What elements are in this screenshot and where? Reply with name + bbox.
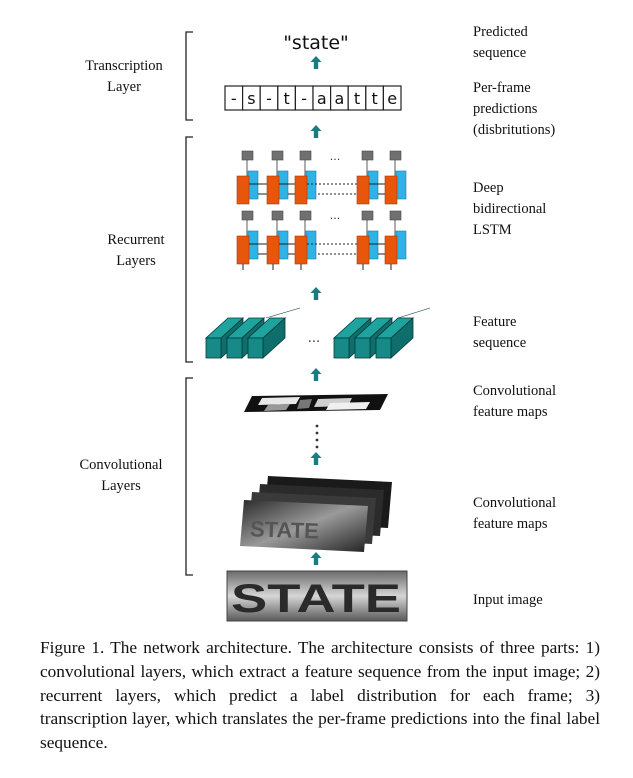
frame-char: - xyxy=(301,89,307,108)
input-image-word: STATE xyxy=(231,577,401,621)
lstm-backward-cell xyxy=(395,230,407,260)
up-arrow-icon xyxy=(310,368,322,381)
input-image-label: Input image xyxy=(473,592,543,608)
lstm-forward-cell xyxy=(294,235,308,265)
recurrent-bracket xyxy=(185,136,193,363)
input-image: STATE xyxy=(226,570,408,622)
lstm-ellipsis-mid: ... xyxy=(330,209,341,222)
lstm-output-cell xyxy=(299,150,312,161)
flow-arrows xyxy=(310,56,322,565)
feature-block-front xyxy=(354,337,371,359)
frame-char: a xyxy=(334,89,344,108)
feature-ellipsis: ... xyxy=(308,331,320,346)
lstm-forward-cell xyxy=(384,235,398,265)
frame-char: t xyxy=(354,89,360,108)
frame-char: e xyxy=(387,89,397,108)
lstm-output-cell xyxy=(361,210,374,221)
feature-sequence-blocks xyxy=(204,307,431,359)
feature-block-front xyxy=(247,337,264,359)
frame-box xyxy=(382,85,402,111)
lstm-ellipsis-top: ... xyxy=(330,150,341,163)
feature-sequence-label: Feature sequence xyxy=(473,314,527,351)
figure-caption: Figure 1. The network architecture. The … xyxy=(40,638,600,753)
lstm-output-cell xyxy=(299,210,312,221)
lstm-forward-cell xyxy=(384,175,398,205)
transcription-layer-label: Transcription Layer xyxy=(85,58,163,95)
frame-char: t xyxy=(371,89,377,108)
lstm-forward-cell xyxy=(356,175,370,205)
lstm-forward-cell xyxy=(236,175,250,205)
feature-guide xyxy=(397,307,431,319)
feature-map-word: STATE xyxy=(250,516,320,543)
feature-guide xyxy=(265,307,301,319)
lstm-output-cell xyxy=(361,150,374,161)
conv-feature-maps-top-label: Convolutional feature maps xyxy=(473,383,556,420)
lstm-forward-cell xyxy=(356,235,370,265)
conv-feature-maps-bottom-label: Convolutional feature maps xyxy=(473,495,556,532)
bidirectional-lstm-grid xyxy=(236,150,407,270)
lstm-backward-cell xyxy=(367,230,379,260)
lstm-backward-cell xyxy=(277,230,289,260)
up-arrow-icon xyxy=(310,287,322,300)
lstm-backward-cell xyxy=(277,170,289,200)
up-arrow-icon xyxy=(310,452,322,465)
predicted-sequence-text: "state" xyxy=(283,32,349,54)
lstm-output-cell xyxy=(389,210,402,221)
convolutional-layers-label: Convolutional Layers xyxy=(79,457,163,494)
feature-block-front xyxy=(205,337,222,359)
frame-char: a xyxy=(317,89,327,108)
lstm-backward-cell xyxy=(247,170,259,200)
lstm-backward-cell xyxy=(247,230,259,260)
lstm-output-cell xyxy=(389,150,402,161)
convolutional-bracket xyxy=(185,377,193,576)
frame-char: - xyxy=(231,89,237,108)
transcription-bracket xyxy=(185,31,193,121)
up-arrow-icon xyxy=(310,552,322,565)
recurrent-layers-label: Recurrent Layers xyxy=(107,232,165,269)
frame-char: s xyxy=(247,89,255,108)
conv-feature-map-top xyxy=(244,394,388,412)
lstm-output-cell xyxy=(271,210,284,221)
lstm-forward-cell xyxy=(236,235,250,265)
lstm-backward-cell xyxy=(305,170,317,200)
lstm-backward-cell xyxy=(305,230,317,260)
up-arrow-icon xyxy=(310,56,322,69)
feature-block-front xyxy=(333,337,350,359)
predicted-sequence-label: Predicted sequence xyxy=(473,24,528,61)
feature-block-front xyxy=(226,337,243,359)
lstm-output-cell xyxy=(241,210,254,221)
lstm-output-cell xyxy=(241,150,254,161)
lstm-forward-cell xyxy=(266,235,280,265)
lstm-backward-cell xyxy=(367,170,379,200)
conv-feature-map-stack: STATE xyxy=(240,476,392,552)
frame-char: - xyxy=(266,89,272,108)
frame-char: t xyxy=(283,89,289,108)
lstm-forward-cell xyxy=(294,175,308,205)
feature-block-front xyxy=(375,337,392,359)
vertical-dots xyxy=(315,424,319,449)
lstm-output-cell xyxy=(271,150,284,161)
per-frame-predictions-label: Per-frame predictions (disbritutions) xyxy=(473,80,556,138)
lstm-forward-cell xyxy=(266,175,280,205)
lstm-backward-cell xyxy=(395,170,407,200)
deep-lstm-label: Deep bidirectional LSTM xyxy=(473,180,547,238)
up-arrow-icon xyxy=(310,125,322,138)
